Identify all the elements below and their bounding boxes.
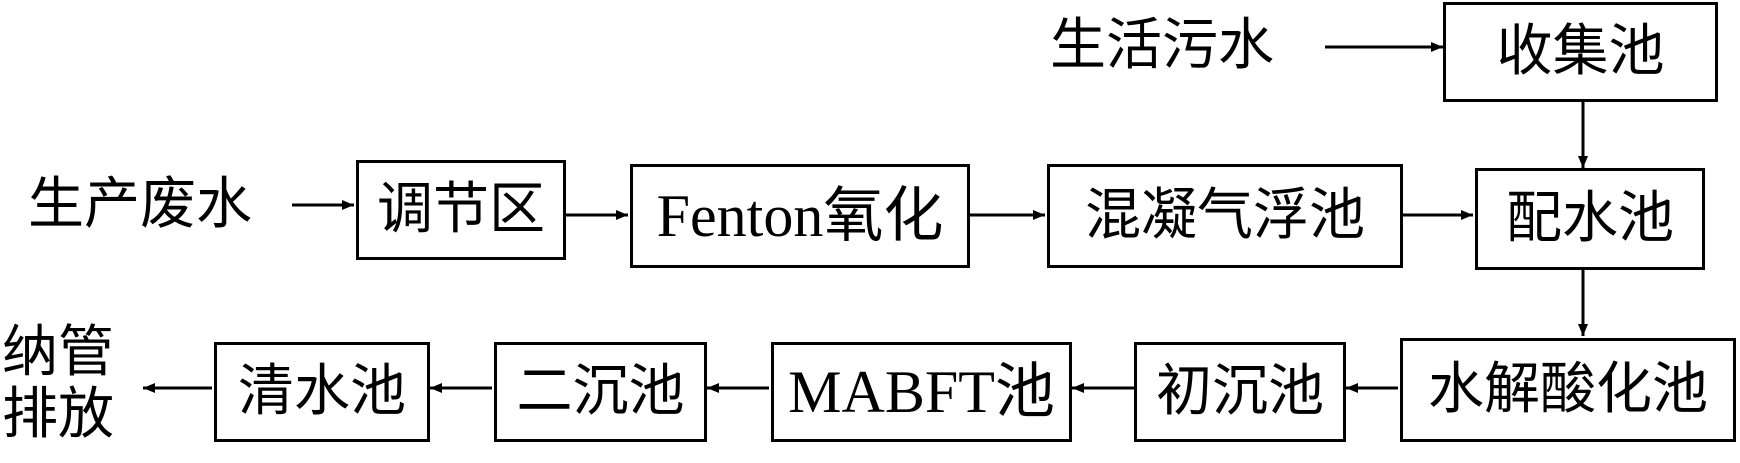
secondary-settling-tank-box: 二沉池	[494, 342, 707, 442]
production-wastewater-label: 生产废水	[28, 172, 252, 237]
distribution-tank-box: 配水池	[1475, 168, 1705, 270]
fenton-oxidation-box: Fenton氧化	[630, 164, 970, 268]
equalization-zone-box: 调节区	[356, 160, 566, 260]
hydrolysis-acidification-tank-box: 水解酸化池	[1400, 338, 1736, 442]
mabft-tank-box: MABFT池	[771, 342, 1072, 442]
collection-tank-box: 收集池	[1443, 2, 1718, 102]
discharge-label-line1: 纳管	[2, 320, 114, 385]
primary-settling-tank-box: 初沉池	[1134, 342, 1346, 442]
coagulation-flotation-tank-box: 混凝气浮池	[1047, 164, 1403, 268]
discharge-label-line2: 排放	[2, 382, 114, 447]
discharge-label: 纳管 排放	[2, 325, 114, 443]
clear-water-tank-box: 清水池	[214, 342, 430, 442]
domestic-sewage-label: 生活污水	[1050, 13, 1274, 78]
